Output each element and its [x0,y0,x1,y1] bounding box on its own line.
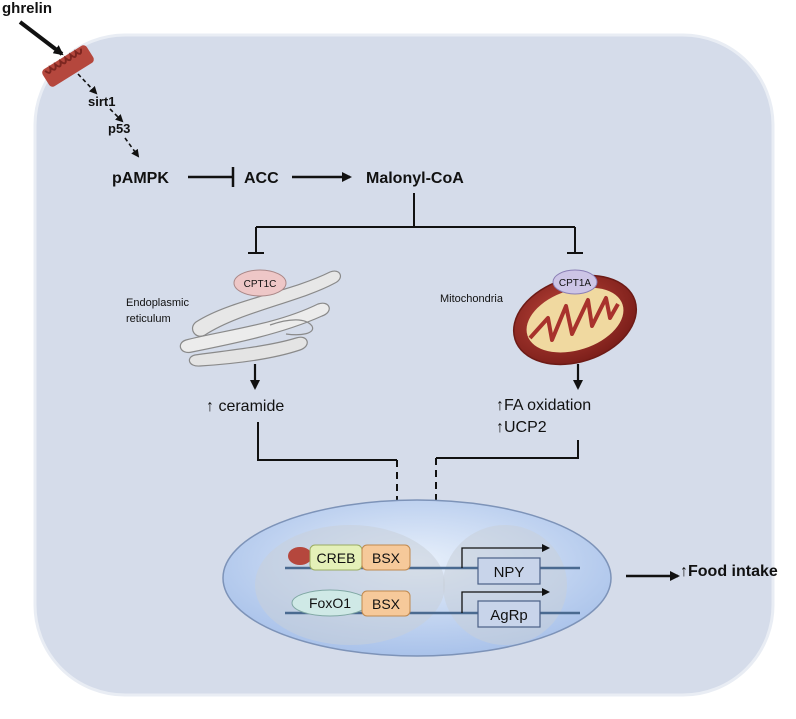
foxo1-box: FoxO1 [291,589,369,617]
tss-arrow-agrp [461,588,550,613]
ucp2-label: ↑UCP2 [496,419,547,436]
er-label-line2: reticulum [126,313,171,325]
dashed-arrow-sirt1-p53 [109,108,124,123]
tss-arrow-npy [461,544,550,568]
bsx-bottom-box: BSX [361,590,411,617]
foxo1-label: FoxO1 [309,595,351,611]
ghrelin-arrow [18,20,64,56]
nucleus-shade-left [255,525,445,645]
npy-gene-box: NPY [477,557,541,585]
bsx-top-box: BSX [361,544,411,571]
malonyl-coa-label: Malonyl-CoA [366,170,464,187]
pampk-label: pAMPK [112,170,169,187]
fa-oxidation-label: ↑FA oxidation [496,397,591,414]
cpt1c-protein: CPT1C [233,269,287,297]
ghrelin-receptor-icon [42,45,94,87]
ceramide-label: ↑ ceramide [206,398,284,415]
endoplasmic-reticulum-icon [179,270,342,367]
cpt1a-label: CPT1A [559,278,592,289]
cell-body [33,33,775,697]
mitochondria-icon [512,274,638,366]
cpt1a-protein: CPT1A [552,269,598,295]
mitochondria-label: Mitochondria [440,293,504,305]
p53-label: p53 [108,121,130,136]
acc-label: ACC [244,170,279,187]
dashed-arrow-receptor-sirt1 [77,73,98,95]
npy-label: NPY [494,564,525,581]
agrp-label: AgRp [490,607,528,624]
er-label-line1: Endoplasmic [126,297,189,309]
path-fa-nucleus [436,440,579,459]
path-ceramide-nucleus [257,422,397,461]
sirt1-label: sirt1 [88,94,115,109]
inhibit-branch-lines [255,193,576,252]
dashed-arrow-p53-pampk [124,137,140,158]
agrp-gene-box: AgRp [477,600,541,628]
phospho-cap [288,547,312,565]
food-intake-label: ↑Food intake [680,563,778,580]
bsx-top-label: BSX [372,550,401,566]
cpt1c-label: CPT1C [244,279,277,290]
bsx-bottom-label: BSX [372,596,401,612]
creb-label: CREB [317,550,356,566]
creb-box: CREB [309,544,363,571]
ghrelin-label: ghrelin [2,0,52,17]
